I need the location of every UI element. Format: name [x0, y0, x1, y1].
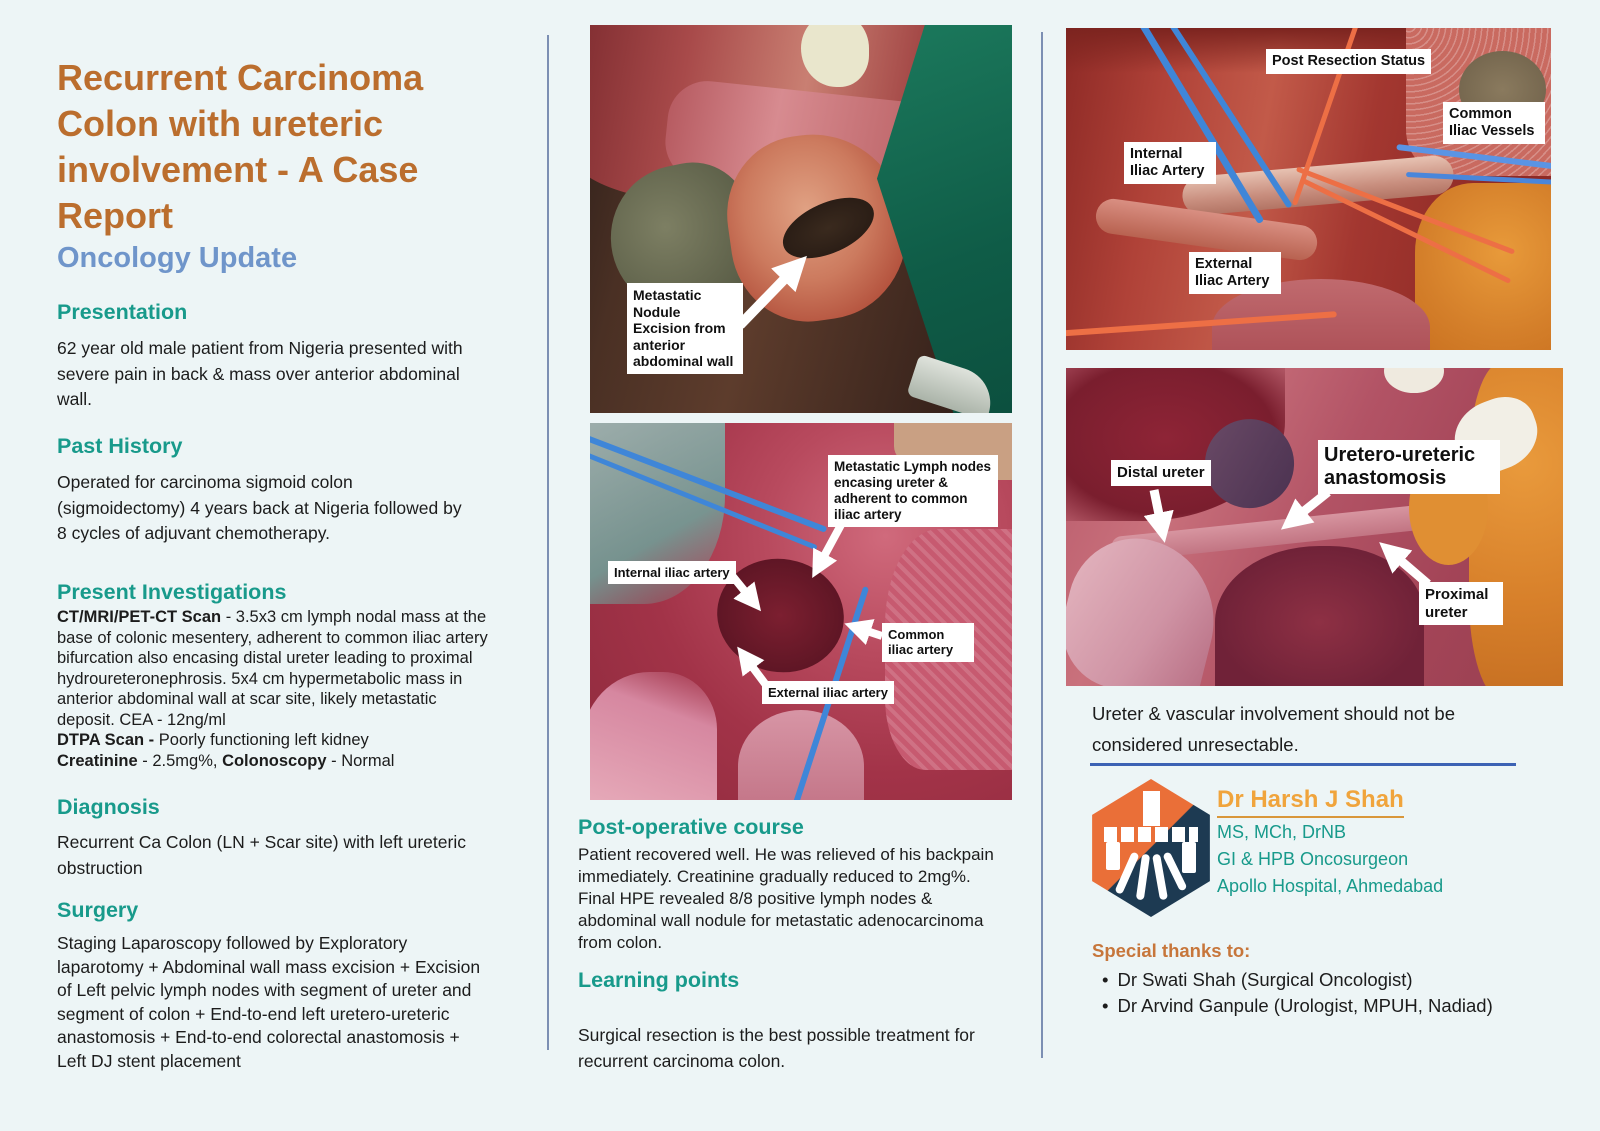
past-history-heading: Past History [57, 434, 183, 458]
doctor-name: Dr Harsh J Shah [1217, 786, 1404, 818]
logo-instrument-shape [1181, 842, 1196, 873]
photo-label-nodule: Metastatic Nodule Excision from anterior… [627, 283, 743, 374]
photo-lymph-nodes-iliac: Metastatic Lymph nodes encasing ureter &… [590, 423, 1012, 800]
investigations-heading: Present Investigations [57, 580, 287, 604]
photo-label-common-iliac-vessels: Common Iliac Vessels [1443, 102, 1545, 145]
special-thanks-item: Dr Swati Shah (Surgical Oncologist) [1102, 969, 1412, 991]
investigation-dtpa-line: DTPA Scan - Poorly functioning left kidn… [57, 731, 369, 749]
texture-layer [590, 671, 717, 800]
investigation-scan-label: CT/MRI/PET-CT Scan [57, 608, 222, 626]
photo-label-internal-iliac: Internal iliac artery [608, 561, 736, 585]
annotation-arrows [1143, 488, 1431, 588]
photo-label-external-iliac: External iliac artery [762, 681, 894, 705]
conclusion-note: Ureter & vascular involvement should not… [1092, 703, 1455, 755]
texture-layer [801, 25, 869, 88]
column-divider-right [1041, 32, 1043, 1058]
diagnosis-body: Recurrent Ca Colon (LN + Scar site) with… [57, 832, 466, 878]
photo-ureteric-anastomosis: Distal ureter Uretero-ureteric anastomos… [1066, 368, 1563, 686]
special-thanks-item: Dr Arvind Ganpule (Urologist, MPUH, Nadi… [1102, 995, 1492, 1017]
photo-label-common-iliac: Common iliac artery [882, 623, 974, 662]
past-history-body: Operated for carcinoma sigmoid colon (si… [57, 472, 462, 543]
poster-subtitle: Oncology Update [57, 242, 298, 274]
poster-title: Recurrent Carcinoma Colon with ureteric … [57, 57, 424, 236]
horizontal-rule [1090, 763, 1516, 766]
doctor-role: GI & HPB Oncosurgeon [1217, 849, 1409, 869]
photo-label-lymph-nodes: Metastatic Lymph nodes encasing ureter &… [828, 455, 998, 527]
annotation-arrows [726, 521, 884, 688]
post-op-body: Patient recovered well. He was relieved … [578, 845, 994, 952]
logo-instrument-shape [1143, 791, 1160, 826]
doctor-hospital: Apollo Hospital, Ahmedabad [1217, 876, 1444, 896]
photo-label-external-iliac-artery: External Iliac Artery [1189, 252, 1281, 295]
investigation-labs-line: Creatinine - 2.5mg%, Colonoscopy - Norma… [57, 751, 395, 770]
investigations-body: CT/MRI/PET-CT Scan - 3.5x3 cm lymph noda… [57, 607, 497, 771]
surgery-body: Staging Laparoscopy followed by Explorat… [57, 933, 481, 1071]
photo-label-internal-iliac-artery: Internal Iliac Artery [1124, 142, 1216, 185]
logo-instrument-shape [1106, 842, 1121, 871]
surgery-heading: Surgery [57, 898, 139, 922]
photo-abdominal-wall-nodule: Metastatic Nodule Excision from anterior… [590, 25, 1012, 413]
logo-instrument-shape [1136, 853, 1151, 900]
learning-points-body: Surgical resection is the best possible … [578, 1025, 975, 1071]
logo-instrument-shape [1103, 827, 1199, 843]
annotation-arrows [736, 255, 807, 329]
photo-post-resection: Post Resection Status Common Iliac Vesse… [1066, 28, 1551, 350]
investigation-scan-text: - 3.5x3 cm lymph nodal mass at the base … [57, 608, 488, 729]
photo-label-distal-ureter: Distal ureter [1111, 460, 1211, 486]
presentation-body: 62 year old male patient from Nigeria pr… [57, 338, 463, 409]
surgeon-logo [1092, 779, 1210, 917]
photo-label-post-resection: Post Resection Status [1266, 49, 1432, 75]
diagnosis-heading: Diagnosis [57, 795, 160, 819]
post-op-heading: Post-operative course [578, 815, 804, 839]
presentation-heading: Presentation [57, 300, 188, 324]
photo-label-anastomosis: Uretero-ureteric anastomosis [1318, 440, 1500, 494]
column-divider-left [547, 35, 549, 1050]
photo-label-proximal-ureter: Proximal ureter [1419, 582, 1503, 626]
special-thanks-heading: Special thanks to: [1092, 940, 1251, 961]
doctor-degrees: MS, MCh, DrNB [1217, 822, 1347, 842]
learning-points-heading: Learning points [578, 968, 740, 992]
